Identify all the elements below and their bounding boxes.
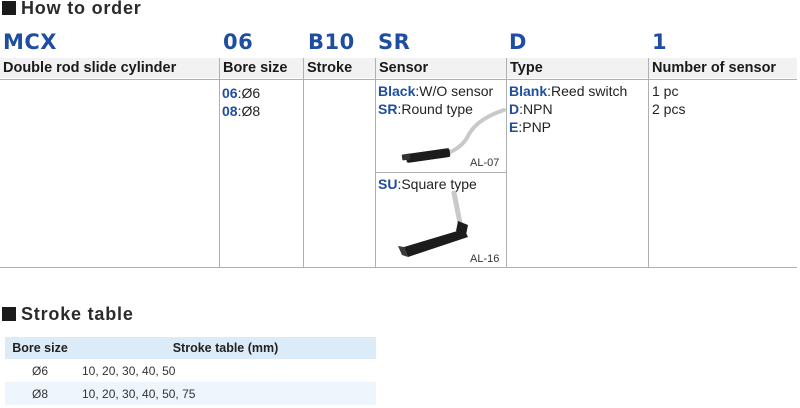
type-option: E:PNP [509, 119, 552, 135]
header-model: Double rod slide cylinder [0, 58, 219, 78]
number-option: 2 pcs [652, 101, 686, 117]
code-bore: 06 [223, 30, 254, 54]
table-row: Ø8 10, 20, 30, 40, 50, 75 [5, 382, 376, 405]
header-bottom-rule [0, 79, 797, 80]
column-divider [506, 58, 507, 267]
sensor-option: SR:Round type [378, 101, 473, 117]
code-sensor: SR [378, 30, 411, 54]
stroke-table-strokes-cell: 10, 20, 30, 40, 50, 75 [75, 382, 376, 405]
header-stroke: Stroke [304, 58, 375, 78]
section-marker-icon [2, 1, 16, 15]
sensor-option: SU:Square type [378, 176, 477, 192]
sensor-option: Black:W/O sensor [378, 83, 494, 99]
stroke-table-title: Stroke table [21, 304, 134, 324]
table-row: Ø6 10, 20, 30, 40, 50 [5, 359, 376, 382]
header-sensor: Sensor [376, 58, 506, 78]
round-sensor-model: AL-07 [470, 157, 500, 169]
table-bottom-rule [0, 267, 797, 268]
stroke-table-header-strokes: Stroke table (mm) [75, 337, 376, 359]
stroke-table-header-row: Bore size Stroke table (mm) [5, 337, 376, 359]
header-type: Type [507, 58, 648, 78]
square-sensor-model: AL-16 [470, 253, 500, 265]
stroke-table-bore-cell: Ø8 [5, 382, 75, 405]
round-sensor-image [401, 108, 506, 163]
stroke-table-strokes-cell: 10, 20, 30, 40, 50 [82, 363, 176, 378]
stroke-table-bore-cell: Ø6 [31, 363, 48, 378]
column-divider [303, 58, 304, 267]
how-to-order-title: How to order [21, 0, 142, 18]
column-divider [219, 58, 220, 267]
code-model: MCX [3, 30, 57, 54]
sensor-divider [376, 172, 506, 173]
header-bore: Bore size [220, 58, 303, 78]
column-divider [648, 58, 649, 267]
column-divider [375, 58, 376, 267]
code-stroke: B10 [308, 30, 355, 54]
code-type: D [509, 30, 527, 54]
code-number: 1 [652, 30, 668, 54]
section-marker-icon [2, 307, 16, 321]
bore-option: 06:Ø6 [222, 85, 261, 101]
header-number: Number of sensor [649, 58, 797, 78]
stroke-table-header-bore: Bore size [5, 337, 75, 359]
type-option: D:NPN [509, 101, 553, 117]
square-sensor-image [398, 190, 468, 257]
type-option: Blank:Reed switch [509, 83, 628, 99]
stroke-table: Bore size Stroke table (mm) Ø6 10, 20, 3… [5, 337, 376, 405]
bore-option: 08:Ø8 [222, 103, 261, 119]
number-option: 1 pc [652, 83, 679, 99]
